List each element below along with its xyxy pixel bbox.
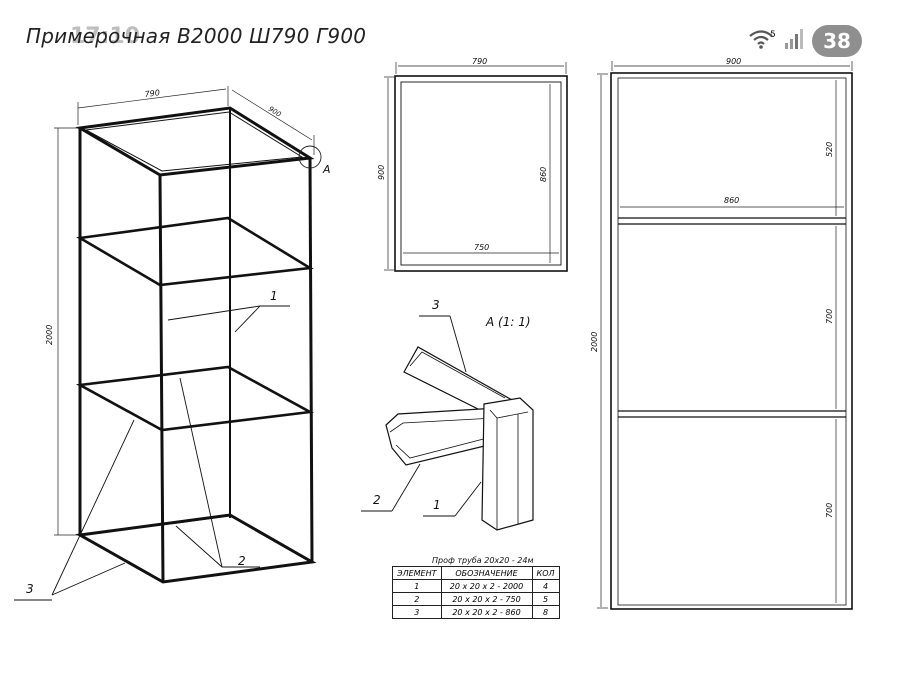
spec-header-element: ЭЛЕМЕНТ	[392, 566, 442, 580]
page-title: Примерочная В2000 Ш790 Г900	[26, 24, 367, 48]
detail-view	[385, 346, 534, 531]
iso-callout-3: 3	[26, 582, 34, 596]
detail-callout-1: 1	[433, 498, 441, 512]
iso-callouts	[14, 305, 290, 601]
spec-cell: 20 х 20 х 2 - 2000	[440, 579, 533, 593]
spec-table-header: ЭЛЕМЕНТ ОБОЗНАЧЕНИЕ КОЛ	[392, 566, 560, 580]
front-dim-section-top: 520	[825, 142, 834, 157]
spec-cell: 1	[392, 579, 442, 593]
spec-cell: 20 х 20 х 2 - 750	[440, 592, 533, 606]
table-row: 3 20 х 20 х 2 - 860 8	[392, 605, 560, 619]
detail-callouts	[361, 315, 482, 517]
front-dim-section-mid: 700	[825, 309, 834, 324]
detail-callout-3: 3	[432, 298, 440, 312]
wifi-icon: 5	[748, 27, 778, 55]
front-dim-inner-width: 860	[724, 196, 739, 205]
spec-cell: 3	[392, 605, 442, 619]
top-dim-width: 790	[472, 57, 487, 66]
top-view	[394, 75, 568, 272]
signal-icon	[784, 28, 806, 54]
wifi-label: 5	[770, 30, 776, 40]
spec-cell: 20 х 20 х 2 - 860	[440, 605, 533, 619]
detail-label: A (1: 1)	[485, 315, 531, 329]
front-dim-section-bottom: 700	[825, 503, 834, 518]
spec-cell: 2	[392, 592, 442, 606]
spec-cell: 5	[531, 592, 560, 606]
spec-table-caption: Проф труба 20х20 - 24м	[432, 556, 534, 565]
iso-callout-1: 1	[270, 289, 278, 303]
top-dim-depth: 900	[377, 165, 386, 180]
notification-badge[interactable]: 38	[812, 25, 862, 57]
status-clock: 17:10	[70, 24, 141, 49]
iso-dim-height: 2000	[45, 325, 54, 345]
front-dim-width: 900	[726, 57, 741, 66]
top-view-dims	[384, 62, 567, 271]
iso-dim-width: 790	[144, 88, 160, 99]
front-view	[610, 72, 853, 610]
status-bar: 5 38	[748, 24, 862, 58]
top-dim-inner-width: 750	[474, 243, 489, 252]
front-dim-height: 2000	[590, 332, 599, 352]
table-row: 1 20 х 20 х 2 - 2000 4	[392, 579, 560, 593]
table-row: 2 20 х 20 х 2 - 750 5	[392, 592, 560, 606]
front-view-dims	[597, 61, 853, 609]
spec-header-qty: КОЛ	[531, 566, 560, 580]
detail-callout-2: 2	[373, 493, 381, 507]
iso-dimensions	[54, 86, 322, 536]
spec-header-designation: ОБОЗНАЧЕНИЕ	[440, 566, 533, 580]
iso-callout-2: 2	[238, 554, 246, 568]
top-dim-inner-height: 860	[539, 167, 548, 182]
iso-detail-ref: A	[322, 163, 331, 176]
iso-view	[75, 106, 317, 584]
spec-cell: 4	[531, 579, 560, 593]
spec-cell: 8	[531, 605, 560, 619]
spec-table: ЭЛЕМЕНТ ОБОЗНАЧЕНИЕ КОЛ 1 20 х 20 х 2 - …	[392, 566, 560, 619]
